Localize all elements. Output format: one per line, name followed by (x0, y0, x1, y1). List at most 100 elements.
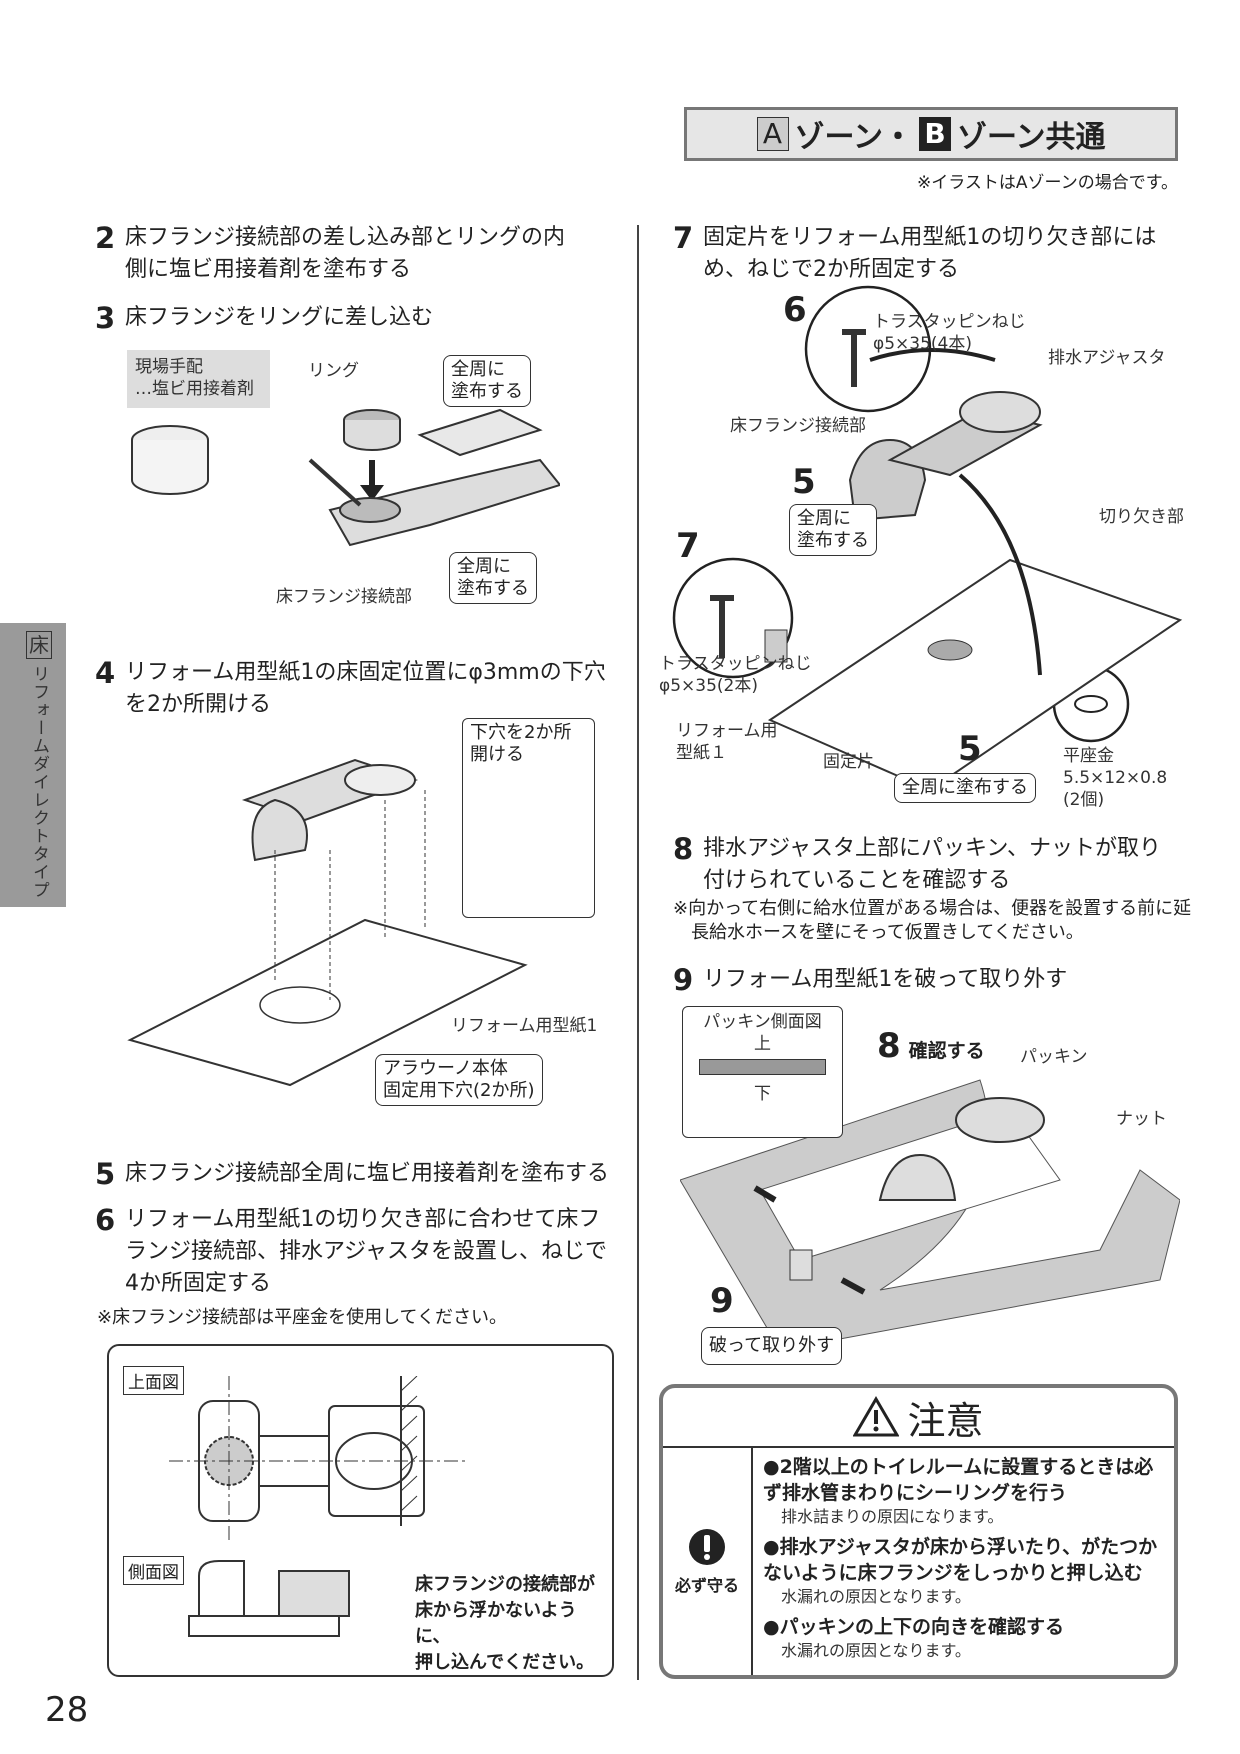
flange-label: 床フランジ接続部 (730, 416, 866, 436)
callout-number: 9 (710, 1281, 734, 1321)
confirm-text: 確認する (908, 1040, 985, 1062)
view-box: 上面図 側面図 床フランジの接続部が 床から浮かないように、 押し込んでください… (107, 1344, 614, 1677)
exclamation-icon (689, 1528, 725, 1565)
caution-title-text: 注意 (907, 1398, 984, 1443)
zone-b-badge: B (919, 117, 951, 151)
callout-number: 7 (676, 526, 700, 566)
text-line: 型紙１ (676, 743, 727, 763)
step-number: 3 (95, 301, 116, 335)
step-2: 2 床フランジ接続部の差し込み部とリングの内側に塩ビ用接着剤を塗布する (95, 222, 575, 286)
step-text: 排水アジャスタ上部にパッキン、ナットが取り付けられていることを確認する (703, 836, 1162, 893)
text-line: 5.5×12×0.8 (1063, 768, 1168, 788)
step-number: 4 (95, 656, 116, 690)
step-text: 床フランジをリングに差し込む (125, 305, 434, 330)
step-text: リフォーム用型紙1の切り欠き部に合わせて床フランジ接続部、排水アジャスタを設置し… (125, 1207, 608, 1296)
step-text: リフォーム用型紙1の床固定位置にφ3mmの下穴を2か所開ける (125, 660, 606, 717)
step4-illustration (127, 758, 528, 1087)
adjuster-label: 排水アジャスタ (1048, 348, 1166, 368)
text-line: φ5×35(4本) (873, 334, 972, 354)
template-label: リフォーム用型紙１ (676, 720, 778, 764)
callout-number: 5 (958, 729, 982, 769)
step-text: リフォーム用型紙1を破って取り外す (703, 967, 1068, 992)
holes-callout: アラウーノ本体固定用下穴(2か所) (375, 1054, 543, 1106)
caution-item: ●パッキンの上下の向きを確認する水漏れの原因となります。 (763, 1614, 1168, 1662)
caution-item: ●排水アジャスタが床から浮いたり、がたつかないように床フランジをしっかりと押し込… (763, 1534, 1168, 1608)
flange-label: 床フランジ接続部 (276, 587, 412, 607)
top-view-label: 上面図 (123, 1366, 184, 1395)
must-follow: 必ず守る (663, 1448, 753, 1675)
side-view-label: 側面図 (123, 1556, 184, 1585)
packing-view-box: パッキン側面図 上 下 (682, 1006, 843, 1138)
step-9: 9 リフォーム用型紙1を破って取り外す (673, 964, 1173, 996)
text-line: トラスタッピンねじ (659, 654, 812, 674)
step-3: 3 床フランジをリングに差し込む (95, 302, 575, 334)
wall-hatch (400, 1376, 418, 1526)
step-number: 7 (673, 221, 694, 255)
step-number: 6 (95, 1203, 116, 1237)
step-7: 7 固定片をリフォーム用型紙1の切り欠き部にはめ、ねじで2か所固定する (673, 222, 1173, 286)
caution-item: ●2階以上のトイレルームに設置するときは必ず排水管まわりにシーリングを行う排水詰… (763, 1454, 1168, 1528)
caution-box: 注意 必ず守る ●2階以上のトイレルームに設置するときは必ず排水管まわりにシーリ… (659, 1384, 1178, 1679)
view-drawings (169, 1376, 469, 1637)
up-label: 上 (754, 1034, 771, 1054)
step-number: 8 (673, 832, 694, 866)
remove-callout: 破って取り外す (701, 1327, 843, 1365)
step6-note: ※床フランジ接続部は平座金を使用してください。 (97, 1307, 507, 1328)
caution-title: 注意 (663, 1388, 1174, 1448)
step-5: 5 床フランジ接続部全周に塩ビ用接着剤を塗布する (95, 1158, 635, 1190)
zone-a-text: ゾーン・ (794, 120, 914, 155)
callout-number: 8 (877, 1026, 901, 1066)
caution-main: ●2階以上のトイレルームに設置するときは必ず排水管まわりにシーリングを行う (763, 1456, 1154, 1504)
text-line: φ5×35(2本) (659, 676, 758, 696)
caution-sub: 排水詰まりの原因になります。 (781, 1507, 1004, 1526)
notch-label: 切り欠き部 (1099, 507, 1184, 527)
callout-line: 塗布する (457, 578, 529, 599)
caution-sub: 水漏れの原因となります。 (781, 1587, 971, 1606)
apply-callout-b: 全周に塗布する (894, 773, 1036, 803)
step-8: 8 排水アジャスタ上部にパッキン、ナットが取り付けられていることを確認する (673, 833, 1173, 897)
callout-line: 全周に (457, 556, 511, 577)
zone-header: A ゾーン・ B ゾーン共通 (684, 107, 1178, 161)
step-number: 5 (95, 1157, 116, 1191)
callout-number: 6 (783, 290, 807, 330)
step7-illustration (672, 285, 1183, 792)
ring-label: リング (308, 361, 359, 381)
side-tab-badge: 床 (26, 631, 52, 659)
text-line: 床フランジの接続部が (415, 1574, 595, 1595)
packing-view-title: パッキン側面図 (703, 1012, 822, 1032)
text-line: 押し込んでください。 (415, 1652, 595, 1673)
text-line: 平座金 (1063, 746, 1114, 766)
side-tab-label: リフォームダイレクトタイプ (29, 665, 49, 899)
apply-callout-2: 全周に塗布する (449, 552, 537, 604)
apply-callout-1: 全周に塗布する (443, 355, 531, 407)
text-line: トラスタッピンねじ (873, 312, 1026, 332)
callout-line: 塗布する (451, 381, 523, 402)
step-text: 床フランジ接続部の差し込み部とリングの内側に塩ビ用接着剤を塗布する (125, 225, 566, 282)
step9-illustration (680, 1079, 1180, 1350)
callout-number: 5 (792, 462, 816, 502)
step3-illustration (131, 408, 560, 547)
must-follow-label: 必ず守る (674, 1575, 739, 1595)
illustration-note: ※イラストはAゾーンの場合です。 (917, 173, 1178, 193)
step-text: 固定片をリフォーム用型紙1の切り欠き部にはめ、ねじで2か所固定する (703, 225, 1157, 282)
caution-main: ●パッキンの上下の向きを確認する (763, 1616, 1065, 1638)
step-number: 2 (95, 221, 116, 255)
drill-callout: 下穴を2か所開ける (462, 718, 595, 918)
callout-line: 下穴を2か所 (470, 722, 572, 743)
step8-note: ※向かって右側に給水位置がある場合は、便器を設置する前に延長給水ホースを壁にそっ… (673, 898, 1192, 943)
packing-shape (699, 1059, 826, 1075)
packing-label: パッキン (1020, 1047, 1088, 1067)
callout-line: 塗布する (797, 530, 869, 551)
text-line: リフォーム用 (676, 721, 778, 741)
piece-label: 固定片 (823, 752, 874, 772)
zone-b-text: ゾーン共通 (957, 120, 1106, 155)
confirm-label: 8 確認する (877, 1026, 985, 1066)
caution-items: ●2階以上のトイレルームに設置するときは必ず排水管まわりにシーリングを行う排水詰… (763, 1454, 1168, 1668)
warning-icon (853, 1396, 900, 1437)
supply-box: 現場手配 …塩ビ用接着剤 (127, 350, 270, 408)
step-text: 床フランジ接続部全周に塩ビ用接着剤を塗布する (125, 1161, 610, 1186)
caution-main: ●排水アジャスタが床から浮いたり、がたつかないように床フランジをしっかりと押し込… (763, 1536, 1158, 1584)
